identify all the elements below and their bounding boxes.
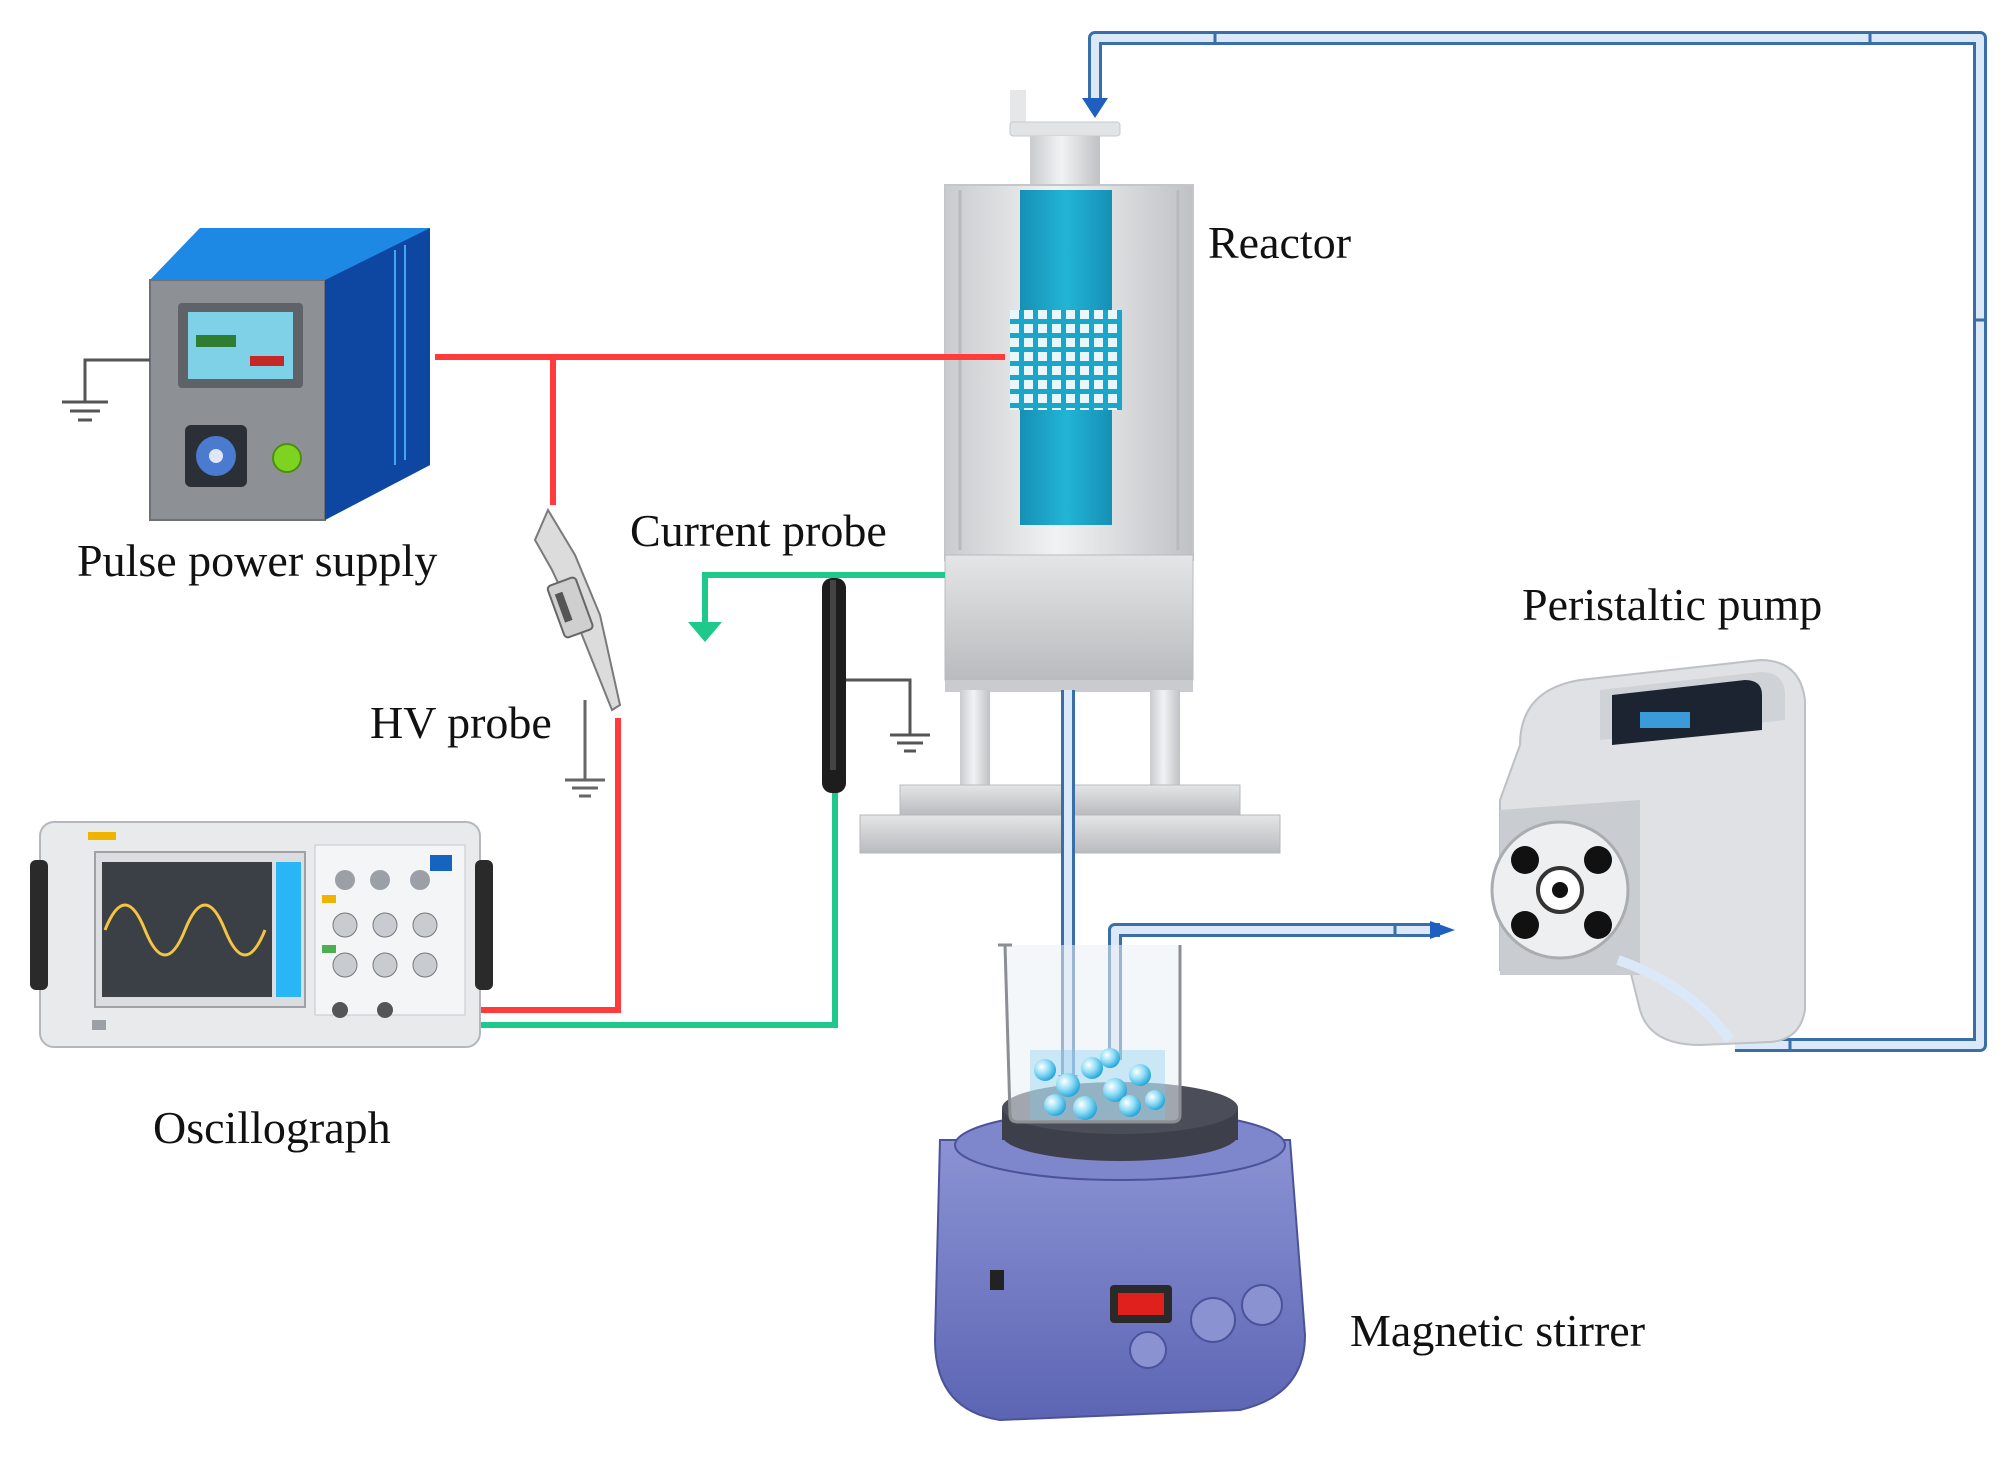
pulse-power-supply-label: Pulse power supply: [77, 535, 438, 586]
flow-arrow-icon: [1082, 98, 1108, 118]
reactor: [859, 90, 1281, 854]
reactor-label: Reactor: [1208, 217, 1352, 268]
oscilloscope-screen: [102, 862, 272, 997]
peristaltic-pump: [1490, 658, 1806, 1047]
current-arrow-icon: [688, 622, 722, 642]
stirrer-knob-icon: [1129, 1331, 1167, 1369]
ground-icon: [890, 733, 930, 753]
ground-icon: [565, 778, 605, 798]
return-tubing: [1082, 31, 1987, 1052]
current-probe-label: Current probe: [630, 505, 887, 556]
peristaltic-pump-label: Peristaltic pump: [1522, 579, 1823, 630]
beaker: [998, 943, 1182, 1124]
pulse-power-supply: [62, 228, 430, 521]
waveform-trace: [103, 903, 267, 957]
stirrer-knob-icon: [1190, 1297, 1236, 1343]
stirrer-knob-icon: [1241, 1284, 1283, 1326]
reactor-upper-electrode: [1020, 190, 1112, 310]
oscillograph: [30, 821, 493, 1048]
reactor-mesh-electrode: [1010, 310, 1122, 410]
current-wire: [345, 572, 945, 1028]
oscillograph-label: Oscillograph: [153, 1102, 391, 1153]
flow-arrow-icon: [1430, 921, 1455, 939]
reactor-lower-electrode: [1020, 410, 1112, 525]
power-button-icon: [272, 443, 302, 473]
magnetic-stirrer: [933, 1082, 1307, 1422]
hv-probe-label: HV probe: [370, 697, 552, 748]
magnetic-stirrer-label: Magnetic stirrer: [1350, 1305, 1646, 1356]
ground-icon: [62, 400, 108, 422]
current-probe: [822, 578, 930, 793]
hv-probe: [533, 507, 622, 798]
